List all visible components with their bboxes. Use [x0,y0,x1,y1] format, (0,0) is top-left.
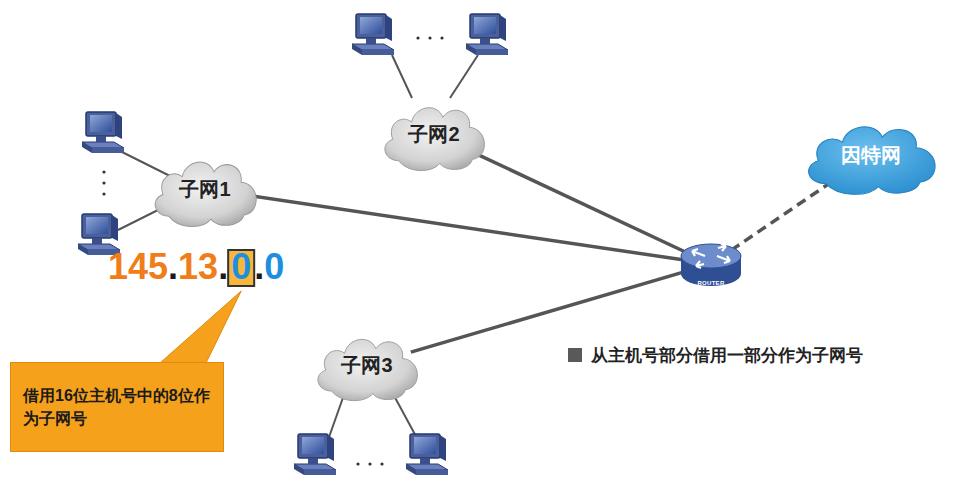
ip-part: 0 [264,246,284,288]
subnet-cloud: 子网2 [375,94,493,174]
cloud-label: 子网1 [179,178,230,200]
bullet-square [568,348,582,362]
ip-part: . [218,246,228,288]
computer-icon [406,434,448,475]
device-label: ROUTER [697,280,724,287]
network-link [411,271,686,352]
computer-icon [466,14,508,55]
router: ROUTER [678,238,744,290]
callout-text: 借用16位主机号中的8位作为子网号 [23,384,211,430]
callout-pointer [160,291,241,363]
ip-part: 13 [178,246,218,288]
cloud-label: 子网2 [408,123,459,145]
network-link [473,152,688,253]
subnet-cloud: 子网3 [308,326,426,404]
computer-icon [294,434,336,475]
callout-box: 借用16位主机号中的8位作为子网号 [10,362,224,452]
ip-address: 145.13.0.0 [108,246,284,288]
computer-icon [352,14,394,55]
dashed-link [731,181,833,250]
note-text: 从主机号部分借用一部分作为子网号 [591,344,863,367]
ip-part: . [168,246,178,288]
ip-part: 145 [108,246,168,288]
connectors [253,152,833,352]
internet-cloud: 因特网 [796,112,946,198]
computer-icon [82,112,124,153]
cloud-label: 因特网 [841,144,901,166]
ip-part: . [254,246,264,288]
cloud-label: 子网3 [341,354,392,376]
network-link [253,196,684,260]
subnet-cloud: 子网1 [145,148,265,230]
ip-part: 0 [228,246,254,288]
